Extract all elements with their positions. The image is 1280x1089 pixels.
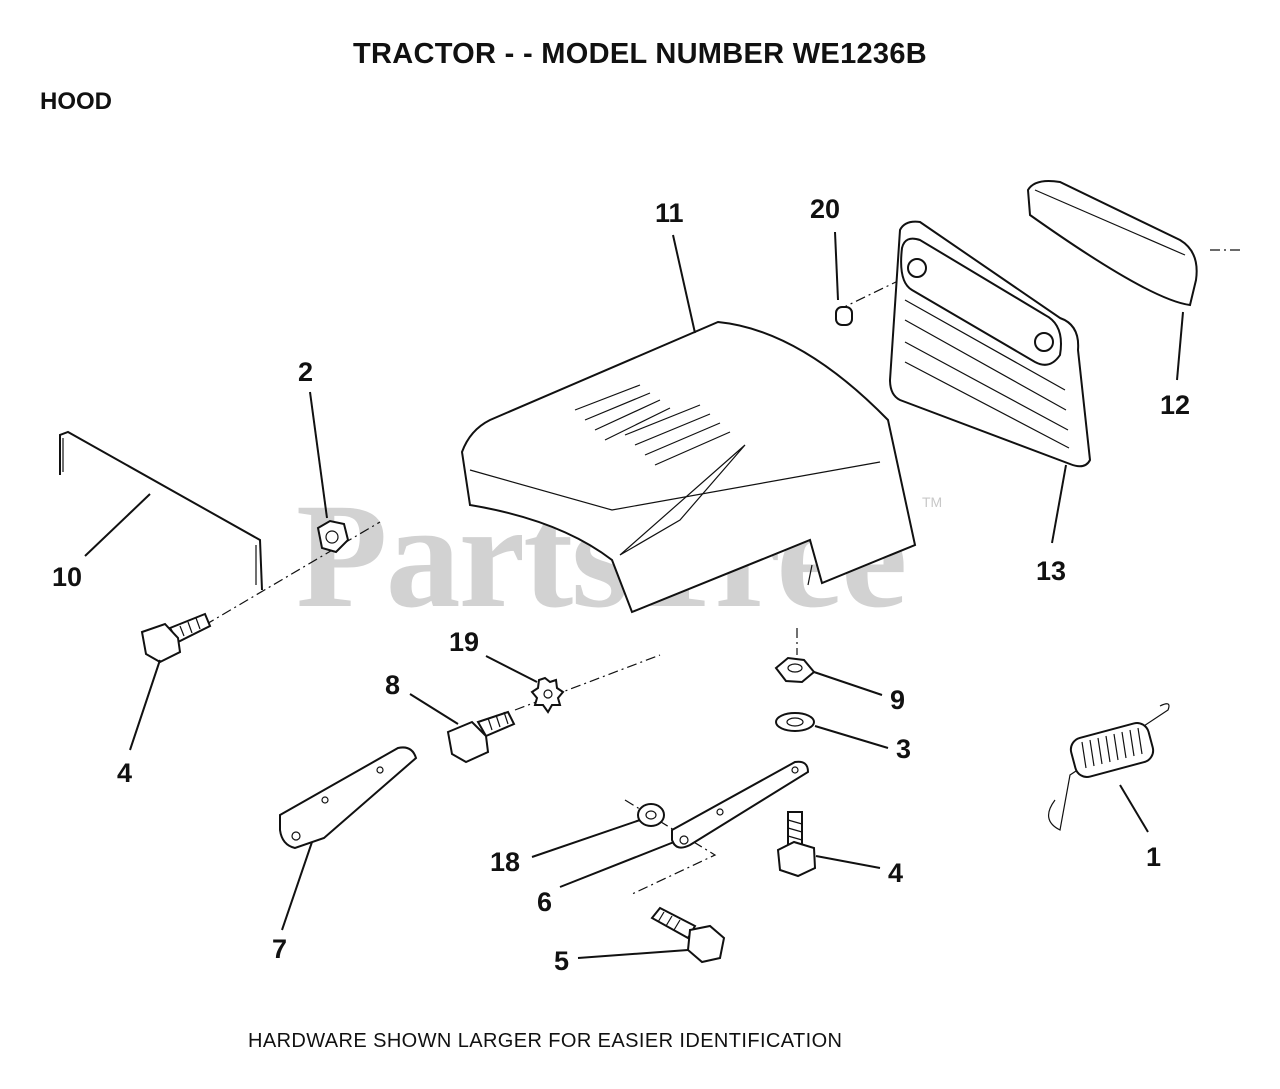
part-19-lock-washer [530, 676, 565, 714]
part-20-grommet [835, 306, 853, 326]
callout-2: 2 [298, 357, 313, 387]
callout-20: 20 [810, 194, 840, 224]
callout-7: 7 [272, 934, 287, 964]
leader-lines [84, 231, 1184, 959]
callout-13: 13 [1036, 556, 1066, 586]
part-3-flat-washer [775, 712, 815, 732]
part-18-washer [637, 803, 665, 827]
trademark-mark: TM [922, 494, 943, 510]
callout-9: 9 [890, 685, 905, 715]
part-5-bolt [650, 906, 726, 964]
callout-4-right: 4 [888, 858, 903, 888]
callout-12: 12 [1160, 390, 1190, 420]
callout-5: 5 [554, 946, 569, 976]
part-7-bracket [279, 746, 418, 850]
section-label: HOOD [40, 88, 112, 115]
part-8-flange-bolt [446, 710, 516, 764]
callout-11: 11 [655, 198, 684, 228]
part-9-nut [774, 656, 816, 684]
callout-numbers: 11 20 12 13 2 10 4 19 8 9 3 1 18 6 7 4 5 [52, 194, 1190, 976]
callout-1: 1 [1146, 842, 1161, 872]
callout-19: 19 [449, 627, 479, 657]
part-6-bracket [671, 760, 810, 849]
diagram-title: TRACTOR - - MODEL NUMBER WE1236B [352, 38, 928, 70]
part-12-emblem [1026, 180, 1198, 307]
part-10-hood-rod [59, 430, 263, 591]
part-1-spring [1048, 703, 1170, 831]
part-13-grille [888, 220, 1092, 468]
callout-6: 6 [537, 887, 552, 917]
footer-note: HARDWARE SHOWN LARGER FOR EASIER IDENTIF… [248, 1030, 843, 1052]
callout-4-left: 4 [117, 758, 132, 788]
callout-3: 3 [896, 734, 911, 764]
callout-10: 10 [52, 562, 82, 592]
callout-8: 8 [385, 670, 400, 700]
part-4-bolt-left [140, 612, 212, 664]
part-4-bolt-right [776, 811, 817, 878]
callout-18: 18 [490, 847, 520, 877]
part-2-hex-nut [316, 519, 350, 554]
part-11-hood [460, 320, 917, 614]
hood-vent-slots [574, 384, 731, 466]
